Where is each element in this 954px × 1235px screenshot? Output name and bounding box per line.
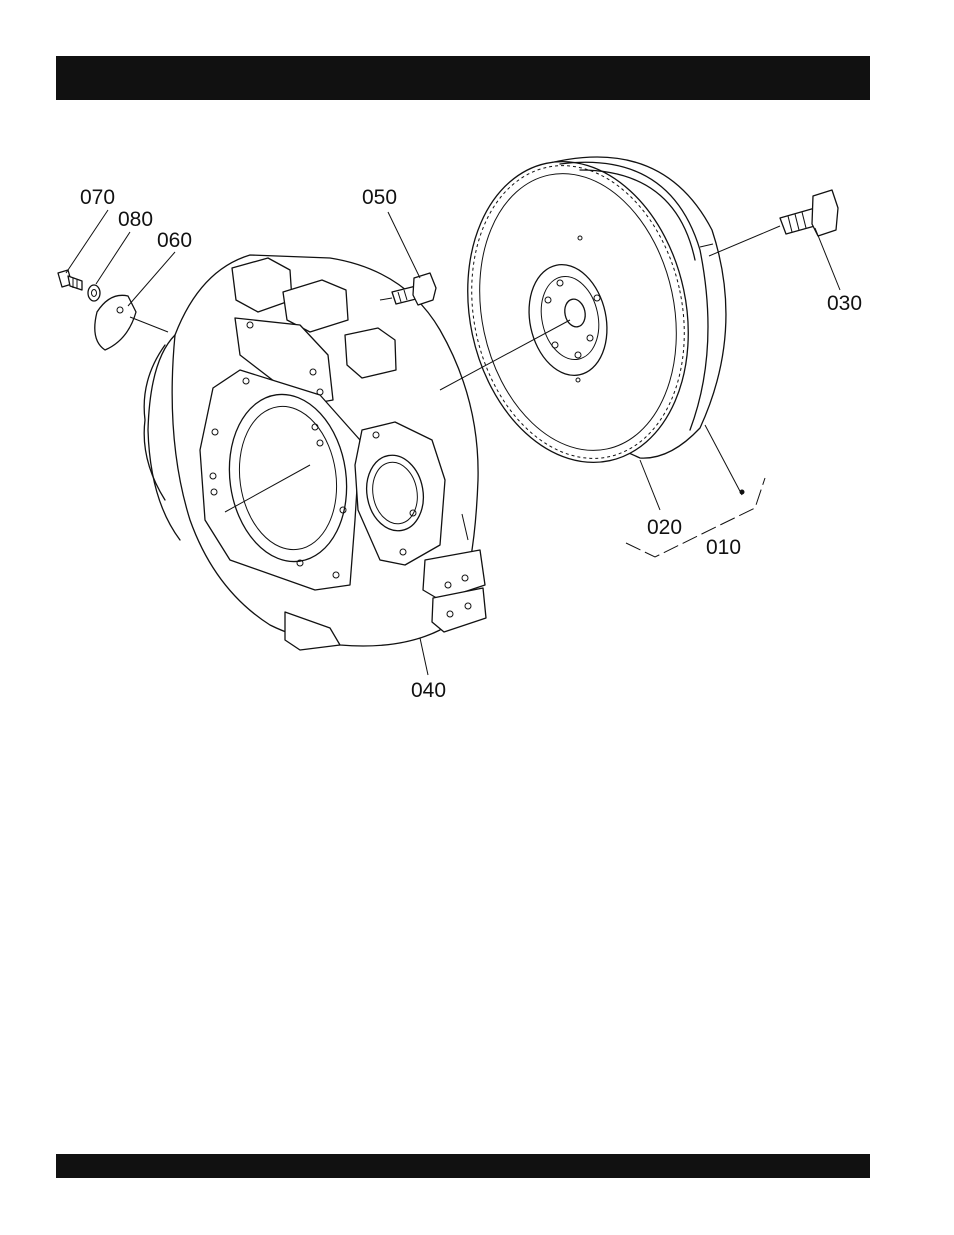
footer-bar <box>56 1154 870 1178</box>
callout-070: 070 <box>80 186 115 209</box>
washer-080 <box>88 285 100 301</box>
flywheel <box>441 141 726 483</box>
cover-plate-060 <box>95 295 168 350</box>
callout-050: 050 <box>362 186 397 209</box>
callout-030: 030 <box>827 292 862 315</box>
callout-080: 080 <box>118 208 153 231</box>
bolt-070 <box>58 270 82 290</box>
callout-010: 010 <box>706 536 741 559</box>
callout-040: 040 <box>411 679 446 702</box>
callout-060: 060 <box>157 229 192 252</box>
callout-020: 020 <box>647 516 682 539</box>
flywheel-housing <box>144 255 486 650</box>
flywheel-bolt-030 <box>700 190 838 256</box>
